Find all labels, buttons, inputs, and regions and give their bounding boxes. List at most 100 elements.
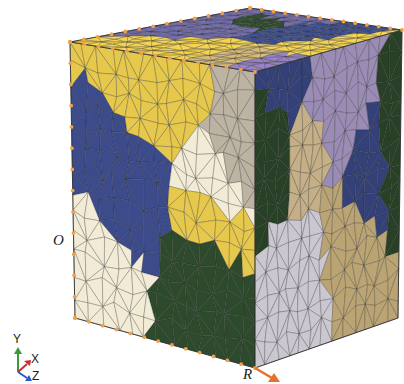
mesh-element <box>155 293 175 321</box>
cube-edge <box>250 8 402 30</box>
mesh-element <box>302 78 314 102</box>
mesh-element <box>116 36 128 42</box>
cube-edge <box>255 72 256 368</box>
cube-edge <box>255 30 402 72</box>
mesh-element <box>308 256 319 282</box>
boundary-node <box>318 16 322 20</box>
mesh-element <box>223 94 237 119</box>
mesh-element <box>342 202 355 227</box>
mesh-element <box>198 335 216 357</box>
mesh-element <box>297 50 311 56</box>
mesh-element <box>137 41 152 47</box>
mesh-element <box>99 180 114 199</box>
mesh-element <box>134 36 152 41</box>
boundary-node <box>220 11 224 15</box>
mesh-element <box>144 183 158 212</box>
mesh-element <box>320 280 334 301</box>
boundary-node <box>260 8 264 12</box>
boundary-node <box>179 19 183 23</box>
mesh-element <box>199 240 216 266</box>
boundary-node <box>70 168 74 172</box>
mesh-element <box>268 222 278 248</box>
mesh-element <box>127 133 140 163</box>
boundary-node <box>71 189 75 193</box>
mesh-element <box>324 209 333 234</box>
boundary-node <box>196 61 200 65</box>
boundary-node <box>87 320 91 324</box>
mesh-element <box>287 332 300 356</box>
mesh-element <box>356 304 365 333</box>
boundary-node <box>170 343 174 347</box>
mesh-element <box>369 130 380 153</box>
mesh-element <box>288 196 302 221</box>
mesh-element <box>224 299 244 316</box>
mesh-element <box>104 242 119 269</box>
boundary-node <box>110 32 114 36</box>
mesh-element <box>154 146 172 164</box>
mesh-element <box>86 278 103 307</box>
origin-label: O <box>53 233 64 248</box>
mesh-element <box>389 180 400 211</box>
boundary-node <box>69 104 73 108</box>
boundary-node <box>156 339 160 343</box>
mesh-element <box>72 148 85 172</box>
mesh-element <box>201 33 235 36</box>
mesh-element <box>244 274 255 300</box>
mesh-element <box>333 177 343 210</box>
mesh-element <box>332 299 343 322</box>
mesh-element <box>278 66 288 91</box>
mesh-element <box>330 43 356 46</box>
cube-edge <box>70 42 255 72</box>
mesh-element <box>169 125 182 148</box>
mesh-element <box>238 119 256 143</box>
boundary-node <box>365 23 369 27</box>
mesh-element <box>213 295 225 315</box>
mesh-element <box>246 9 261 13</box>
mesh-element <box>339 33 357 38</box>
mesh-element <box>140 146 154 163</box>
boundary-node <box>70 125 74 129</box>
mesh-element <box>353 150 365 177</box>
mesh-element <box>290 170 301 196</box>
mesh-element <box>389 99 401 117</box>
mesh-element <box>241 249 255 277</box>
mesh-element <box>321 25 331 29</box>
mesh-element <box>157 183 168 208</box>
mesh-element <box>309 318 321 350</box>
mesh-element <box>211 197 230 222</box>
boundary-node <box>388 26 392 30</box>
mesh-element <box>245 53 261 58</box>
boundary-node <box>239 68 243 72</box>
mesh-element <box>113 42 127 47</box>
mesh-element <box>210 92 223 115</box>
mesh-element <box>313 121 322 145</box>
mesh-element <box>130 211 144 230</box>
mesh-element <box>223 90 237 119</box>
mesh-element <box>155 318 175 346</box>
mesh-element <box>166 31 179 35</box>
mesh-element <box>340 38 358 43</box>
mesh-element <box>356 304 366 333</box>
mesh-element <box>303 121 314 145</box>
mesh-element <box>184 100 199 126</box>
r-direction-arrow <box>255 368 280 382</box>
mesh-element <box>364 177 378 194</box>
mesh-element <box>130 228 144 252</box>
mesh-element <box>169 60 183 80</box>
mesh-element <box>346 93 358 113</box>
cube-edge <box>75 318 255 368</box>
mesh-element <box>365 286 375 305</box>
mesh-element <box>320 185 333 213</box>
mesh-element <box>169 100 186 125</box>
mesh-element <box>334 68 347 94</box>
mesh-element <box>255 72 269 90</box>
mesh-element <box>343 318 356 337</box>
mesh-element <box>288 102 302 135</box>
boundary-node <box>283 11 287 15</box>
mesh-element <box>191 55 212 60</box>
mesh-element <box>197 266 213 294</box>
boundary-node <box>239 362 243 366</box>
mesh-element <box>243 190 255 209</box>
mesh-element <box>354 202 364 224</box>
boundary-node <box>295 13 299 17</box>
